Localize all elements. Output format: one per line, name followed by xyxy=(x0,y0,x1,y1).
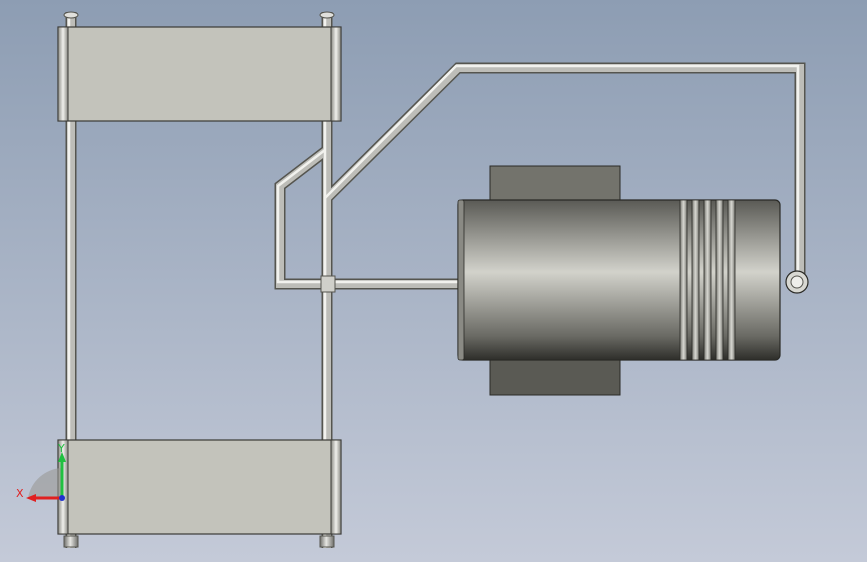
cooling-fins xyxy=(679,199,736,361)
x-axis-label: X xyxy=(16,487,24,500)
coordinate-triad: X Y xyxy=(16,442,66,502)
top-heat-exchanger[interactable] xyxy=(57,26,342,122)
return-pipe-over-motor[interactable] xyxy=(323,64,804,290)
tee-junction xyxy=(320,275,336,293)
pipe-end-caps xyxy=(63,11,335,548)
y-axis-label: Y xyxy=(57,442,65,455)
motor-assembly[interactable] xyxy=(457,165,809,396)
bottom-heat-exchanger[interactable] xyxy=(57,439,342,535)
